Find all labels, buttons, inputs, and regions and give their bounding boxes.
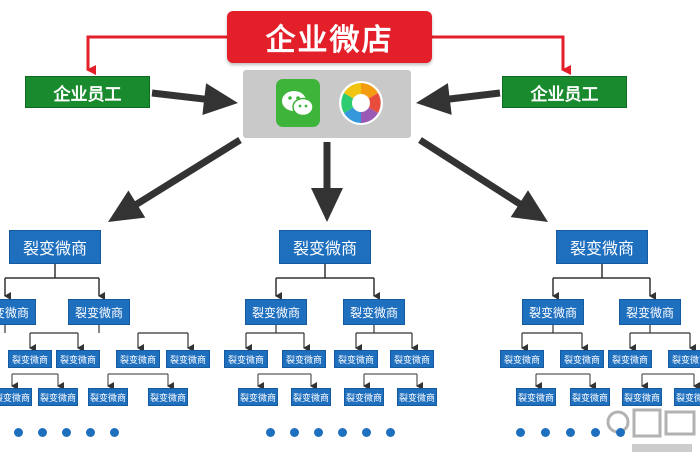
node-l1-left: 裂变微商	[9, 230, 101, 264]
arrow-staff-left-to-center	[151, 83, 238, 115]
continuation-dot	[540, 428, 550, 437]
node-l4-left-00: 裂变微商	[0, 388, 32, 406]
staff-node-left: 企业员工	[25, 76, 150, 108]
camera-aperture-icon	[337, 79, 385, 127]
continuation-dot	[337, 428, 347, 437]
continuation-dot	[37, 428, 47, 437]
center-panel	[243, 70, 411, 138]
node-l2-right-1: 裂变微商	[619, 299, 681, 325]
node-l4-mid-10: 裂变微商	[344, 388, 384, 406]
node-l2-left-1: 裂变微商	[68, 299, 130, 325]
node-l4-right-01: 裂变微商	[570, 388, 610, 406]
node-l4-mid-11: 裂变微商	[397, 388, 437, 406]
node-l3-right-00: 裂变微商	[500, 350, 544, 368]
continuation-dot	[13, 428, 23, 437]
node-l3-left-01: 裂变微商	[56, 350, 100, 368]
node-l2-mid-0: 裂变微商	[245, 299, 307, 325]
arrow-center-to-group-left	[108, 137, 242, 222]
connector-root-staff-left	[86, 35, 227, 75]
node-l4-left-10: 裂变微商	[88, 388, 128, 406]
node-l3-left-00: 裂变微商	[8, 350, 52, 368]
arrow-staff-right-to-center	[416, 83, 501, 115]
staff-node-right: 企业员工	[502, 76, 627, 108]
continuation-dot	[61, 428, 71, 437]
arrow-center-to-group-mid	[311, 142, 343, 222]
node-l4-right-10: 裂变微商	[622, 388, 662, 406]
node-l3-left-10: 裂变微商	[116, 350, 160, 368]
root-node: 企业微店	[227, 11, 432, 63]
continuation-dot	[361, 428, 371, 437]
node-l3-mid-01: 裂变微商	[282, 350, 326, 368]
node-l4-right-11: 裂变微商	[674, 388, 700, 406]
node-l3-mid-00: 裂变微商	[224, 350, 268, 368]
node-l2-mid-1: 裂变微商	[343, 299, 405, 325]
node-l4-left-01: 裂变微商	[38, 388, 78, 406]
node-l4-mid-01: 裂变微商	[291, 388, 331, 406]
continuation-dot	[515, 428, 525, 437]
continuation-dot	[109, 428, 119, 437]
node-l3-right-01: 裂变微商	[560, 350, 604, 368]
continuation-dot	[289, 428, 299, 437]
node-l1-mid: 裂变微商	[279, 230, 371, 264]
node-l4-left-11: 裂变微商	[148, 388, 188, 406]
continuation-dot	[85, 428, 95, 437]
node-l2-left-0: 裂变微商	[0, 299, 36, 325]
connector-root-staff-right	[432, 35, 571, 75]
node-l3-right-11: 裂变微商	[668, 350, 700, 368]
continuation-dot	[590, 428, 600, 437]
wechat-icon	[276, 79, 320, 127]
node-l1-right: 裂变微商	[556, 230, 648, 264]
node-l3-right-10: 裂变微商	[608, 350, 652, 368]
arrow-center-to-group-right	[418, 137, 548, 222]
node-l4-right-00: 裂变微商	[516, 388, 556, 406]
continuation-dot	[313, 428, 323, 437]
node-l3-mid-11: 裂变微商	[390, 350, 434, 368]
continuation-dot	[565, 428, 575, 437]
node-l2-right-0: 裂变微商	[522, 299, 584, 325]
node-l3-left-11: 裂变微商	[166, 350, 210, 368]
continuation-dot	[615, 428, 625, 437]
continuation-dot	[385, 428, 395, 437]
continuation-dot	[265, 428, 275, 437]
node-l3-mid-10: 裂变微商	[334, 350, 378, 368]
node-l4-mid-00: 裂变微商	[238, 388, 278, 406]
